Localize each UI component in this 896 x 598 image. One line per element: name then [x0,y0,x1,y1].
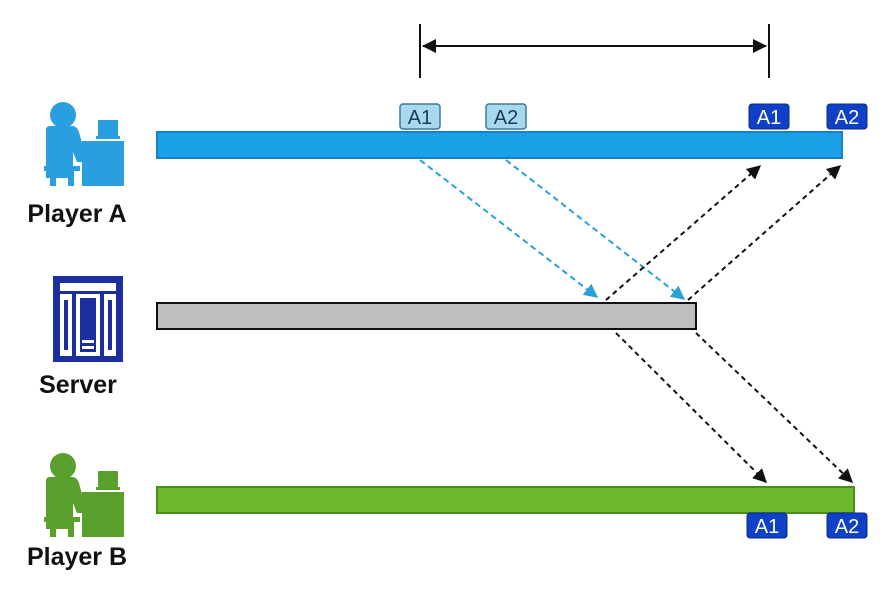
sent-badge-a2: A2 [485,103,527,130]
latency-span-bracket [419,24,770,78]
received-badge-a1-player-b: A1 [746,512,788,539]
person-at-computer-icon [44,102,124,186]
person-at-computer-icon [44,453,124,537]
relay-arrow-a2-to-player-a [687,165,842,301]
svg-text:A1: A1 [408,107,432,129]
player-b-label: Player B [27,543,127,571]
span-right-arrowhead [753,39,767,53]
received-badge-a1-player-a: A1 [748,103,790,130]
received-badge-a2-player-a: A2 [826,103,868,130]
player-a-timeline [156,131,843,159]
span-left-arrowhead [422,39,436,53]
svg-text:A1: A1 [757,107,781,129]
upload-arrow-a2 [505,159,686,300]
player-a-label: Player A [27,200,126,228]
svg-text:A2: A2 [835,107,859,129]
svg-text:A1: A1 [755,516,779,538]
upload-arrow-a1 [419,159,599,298]
server-label: Server [39,371,117,399]
svg-text:A2: A2 [494,107,518,129]
received-badge-a2-player-b: A2 [826,512,868,539]
relay-arrow-a2-to-player-b [695,332,854,483]
sent-badge-a1: A1 [399,103,441,130]
relay-arrow-a1-to-player-b [615,332,767,483]
player-b-timeline [156,486,855,514]
svg-text:A2: A2 [835,516,859,538]
relay-arrow-a1-to-player-a [605,165,762,301]
server-rack-icon [53,276,123,362]
server-timeline [156,302,697,330]
